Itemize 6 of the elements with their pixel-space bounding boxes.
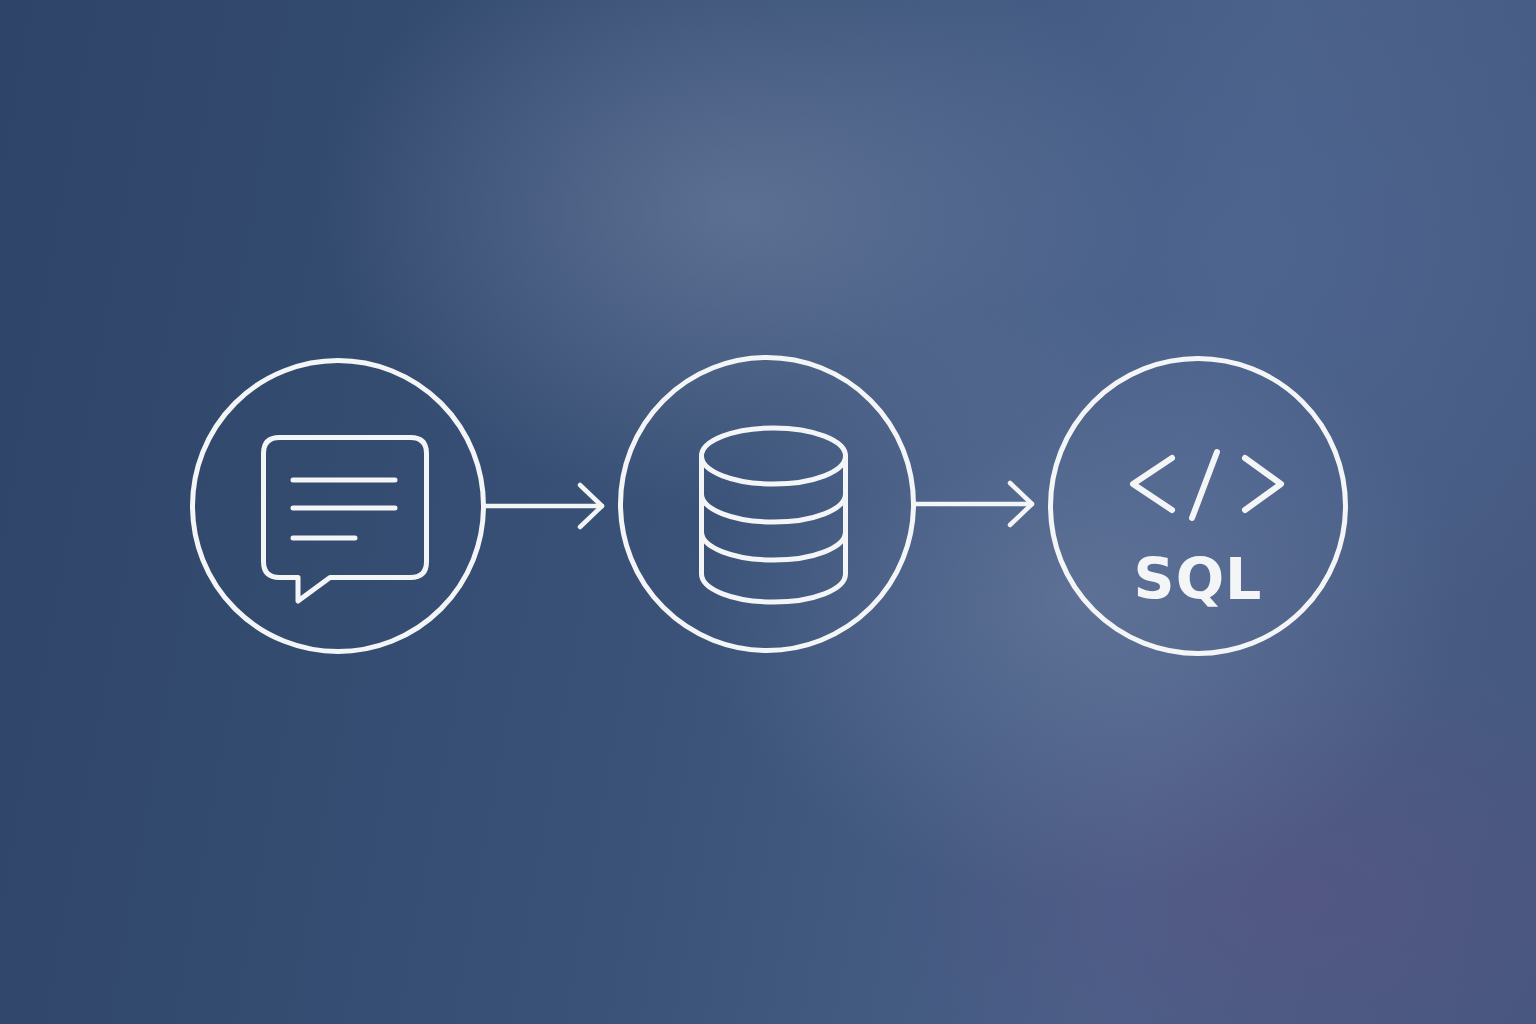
circle-node: [1048, 356, 1348, 656]
circle-node: [190, 358, 486, 654]
circle-node: [618, 355, 916, 653]
arrow: [913, 480, 1035, 528]
node-label: SQL: [1133, 551, 1263, 608]
arrow: [483, 482, 605, 530]
